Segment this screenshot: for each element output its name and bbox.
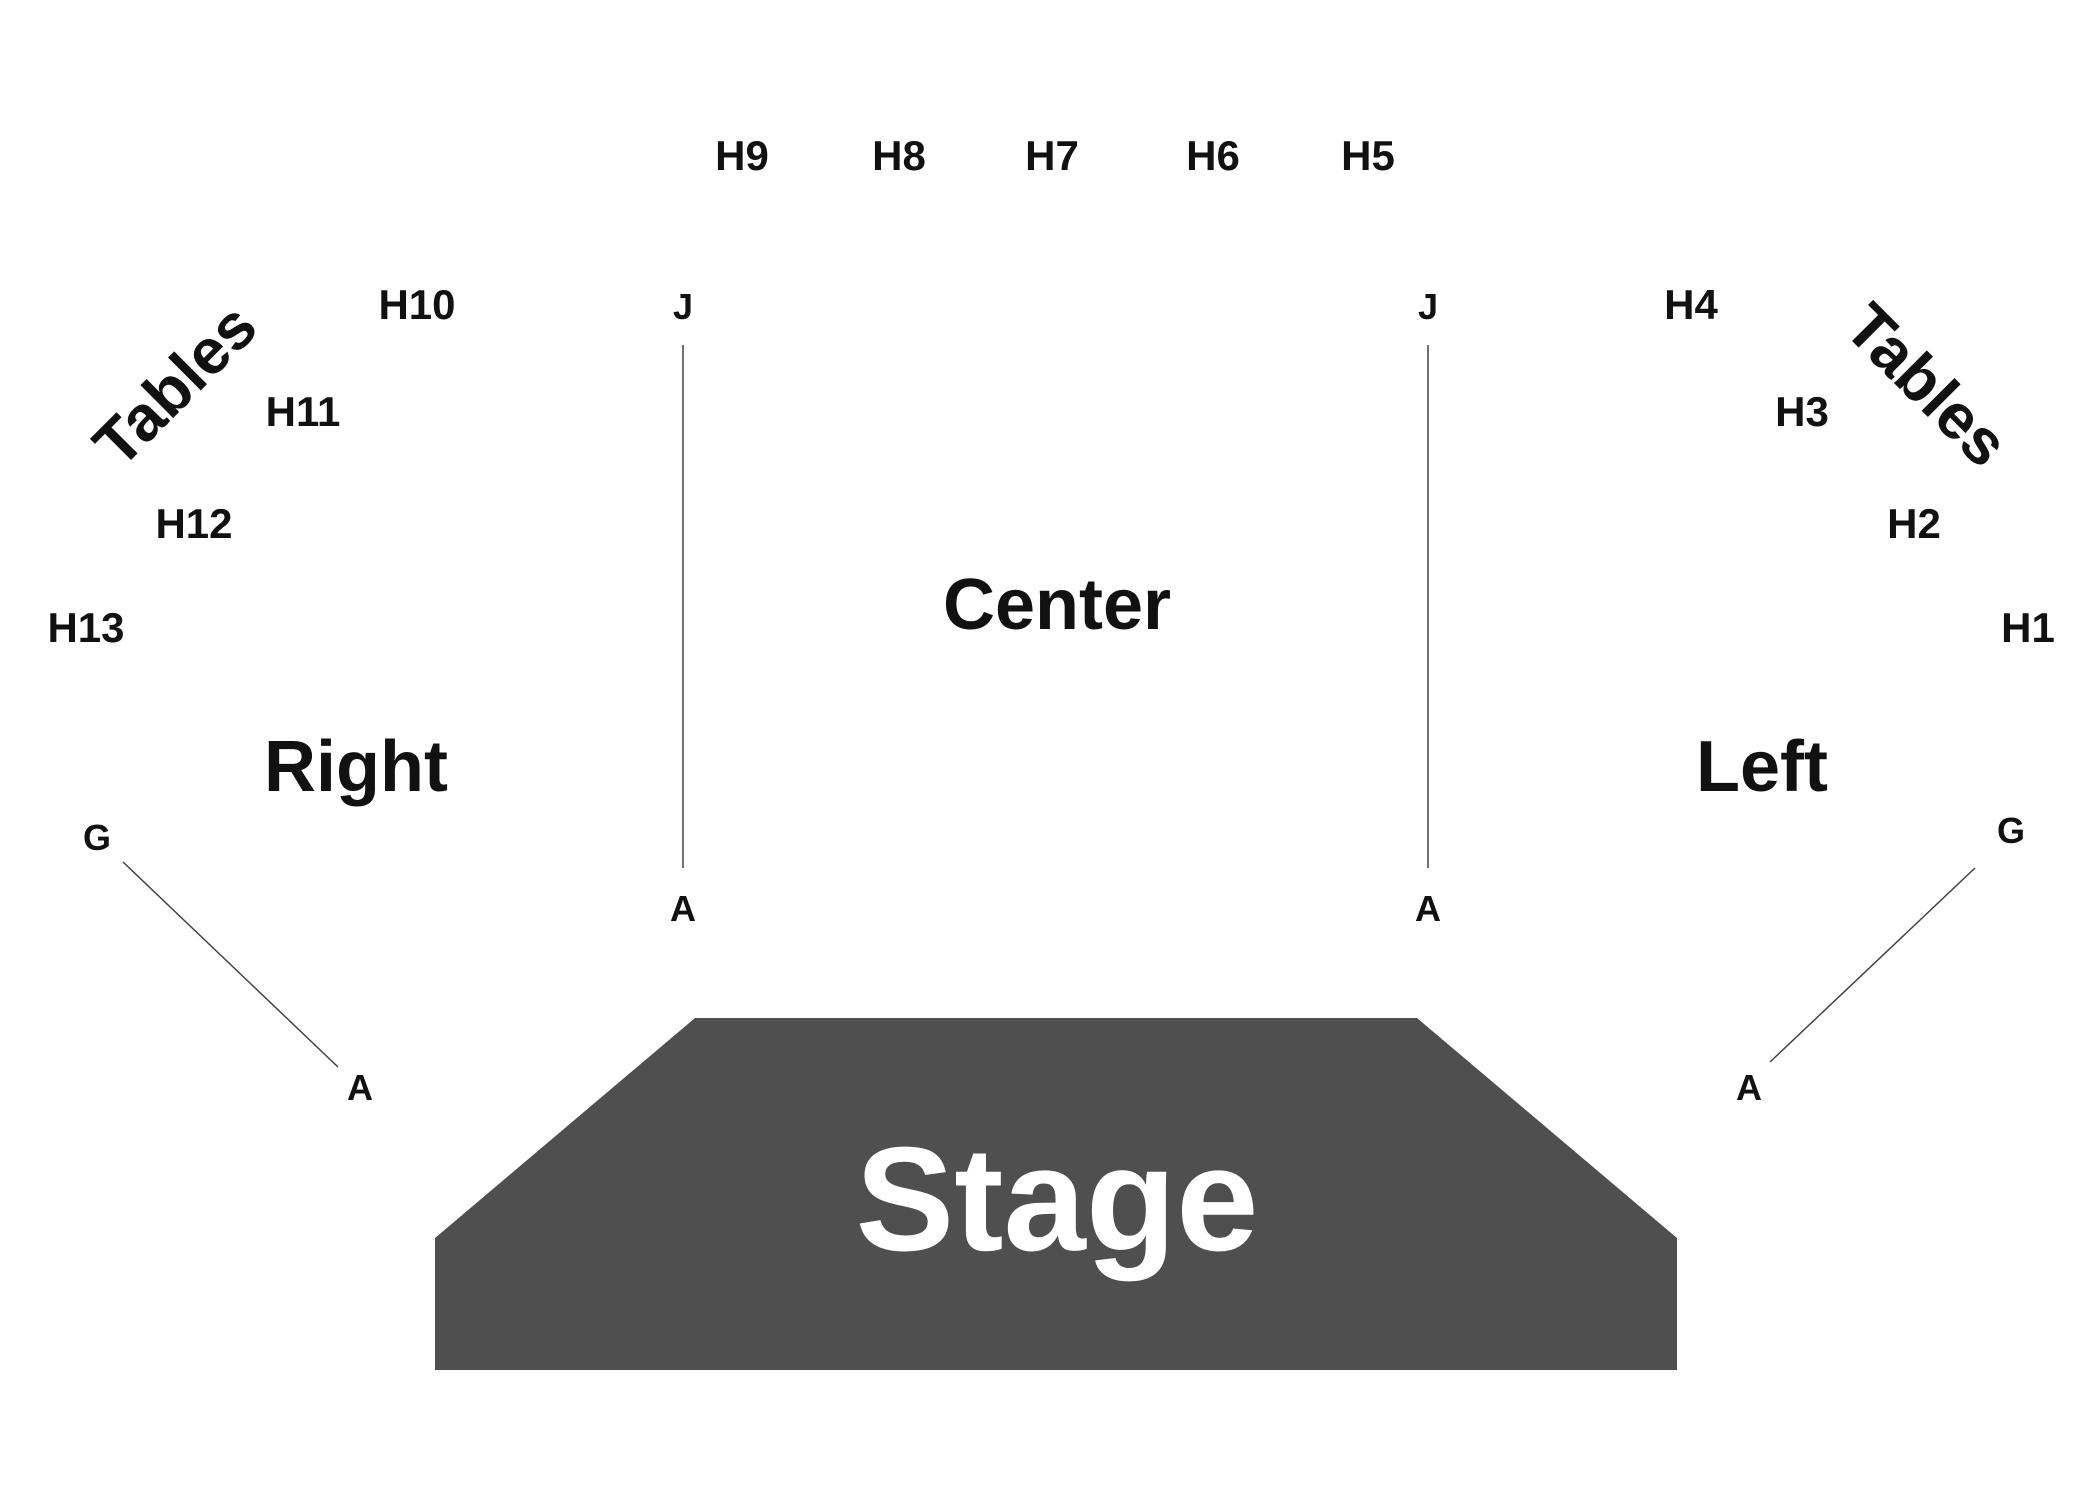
table-h11[interactable]: H11 — [265, 388, 341, 435]
table-h2[interactable]: H2 — [1887, 500, 1941, 547]
table-h9[interactable]: H9 — [715, 132, 769, 179]
table-h8[interactable]: H8 — [872, 132, 926, 179]
table-h7[interactable]: H7 — [1025, 132, 1079, 179]
right-row-g-label: G — [82, 817, 112, 858]
section-center-label[interactable]: Center — [942, 565, 1172, 645]
table-h1[interactable]: H1 — [2001, 604, 2055, 651]
left-section-aisle-line — [1769, 867, 1976, 1063]
table-h3[interactable]: H3 — [1775, 388, 1829, 435]
right-row-a-label: A — [347, 1067, 373, 1108]
section-left-label[interactable]: Left — [1696, 727, 1828, 807]
center-left-row-a-label: A — [670, 888, 696, 929]
table-h6[interactable]: H6 — [1186, 132, 1240, 179]
center-right-row-j-label: J — [1417, 286, 1439, 327]
left-row-g-label: G — [1996, 810, 2026, 851]
stage[interactable] — [435, 1018, 1677, 1370]
table-h5[interactable]: H5 — [1341, 132, 1395, 179]
table-h13[interactable]: H13 — [47, 604, 125, 651]
left-row-a-label: A — [1736, 1067, 1762, 1108]
table-h12[interactable]: H12 — [155, 500, 233, 547]
right-section-aisle-line — [122, 861, 339, 1068]
table-h4[interactable]: H4 — [1664, 281, 1718, 328]
stage-label: Stage — [855, 1117, 1259, 1282]
section-right-label[interactable]: Right — [264, 727, 448, 807]
center-right-row-a-label: A — [1415, 888, 1441, 929]
table-h10[interactable]: H10 — [378, 281, 456, 328]
center-left-row-j-label: J — [672, 286, 694, 327]
